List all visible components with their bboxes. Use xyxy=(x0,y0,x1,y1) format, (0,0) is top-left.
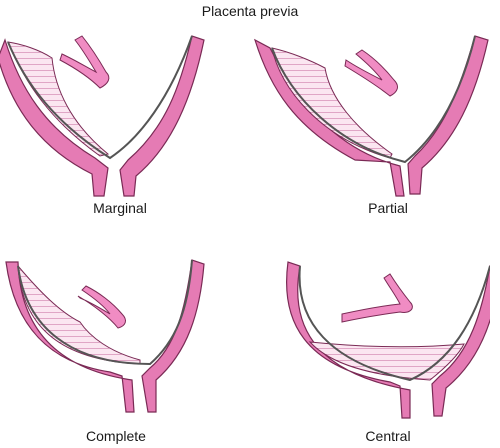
diagram-title: Placenta previa xyxy=(201,3,299,19)
complete-uterus-illustration xyxy=(5,259,205,413)
amniotic-membrane xyxy=(7,35,193,160)
panel-partial xyxy=(250,28,490,198)
uterine-wall-left xyxy=(0,38,109,197)
label-central: Central xyxy=(365,428,411,444)
placenta xyxy=(271,47,393,159)
amniotic-membrane xyxy=(298,265,490,382)
label-partial: Partial xyxy=(368,200,408,216)
placenta xyxy=(17,264,141,365)
umbilical-cord xyxy=(341,273,413,323)
marginal-uterus-illustration xyxy=(0,35,205,197)
umbilical-cord xyxy=(77,285,126,329)
central-uterus-illustration xyxy=(286,261,490,419)
amniotic-membrane xyxy=(17,259,193,366)
placenta xyxy=(7,41,110,157)
umbilical-cord xyxy=(344,49,398,97)
label-marginal: Marginal xyxy=(93,200,147,216)
amniotic-membrane xyxy=(271,35,476,164)
panel-central xyxy=(250,252,490,422)
panel-marginal xyxy=(0,28,240,198)
partial-uterus-illustration xyxy=(253,35,489,197)
uterine-wall-right xyxy=(431,265,490,417)
uterine-wall-right xyxy=(407,35,489,195)
panel-complete xyxy=(0,252,240,422)
umbilical-cord xyxy=(59,35,110,89)
uterine-wall-right xyxy=(119,35,205,197)
label-complete: Complete xyxy=(86,428,146,444)
uterine-wall-left xyxy=(286,261,411,419)
